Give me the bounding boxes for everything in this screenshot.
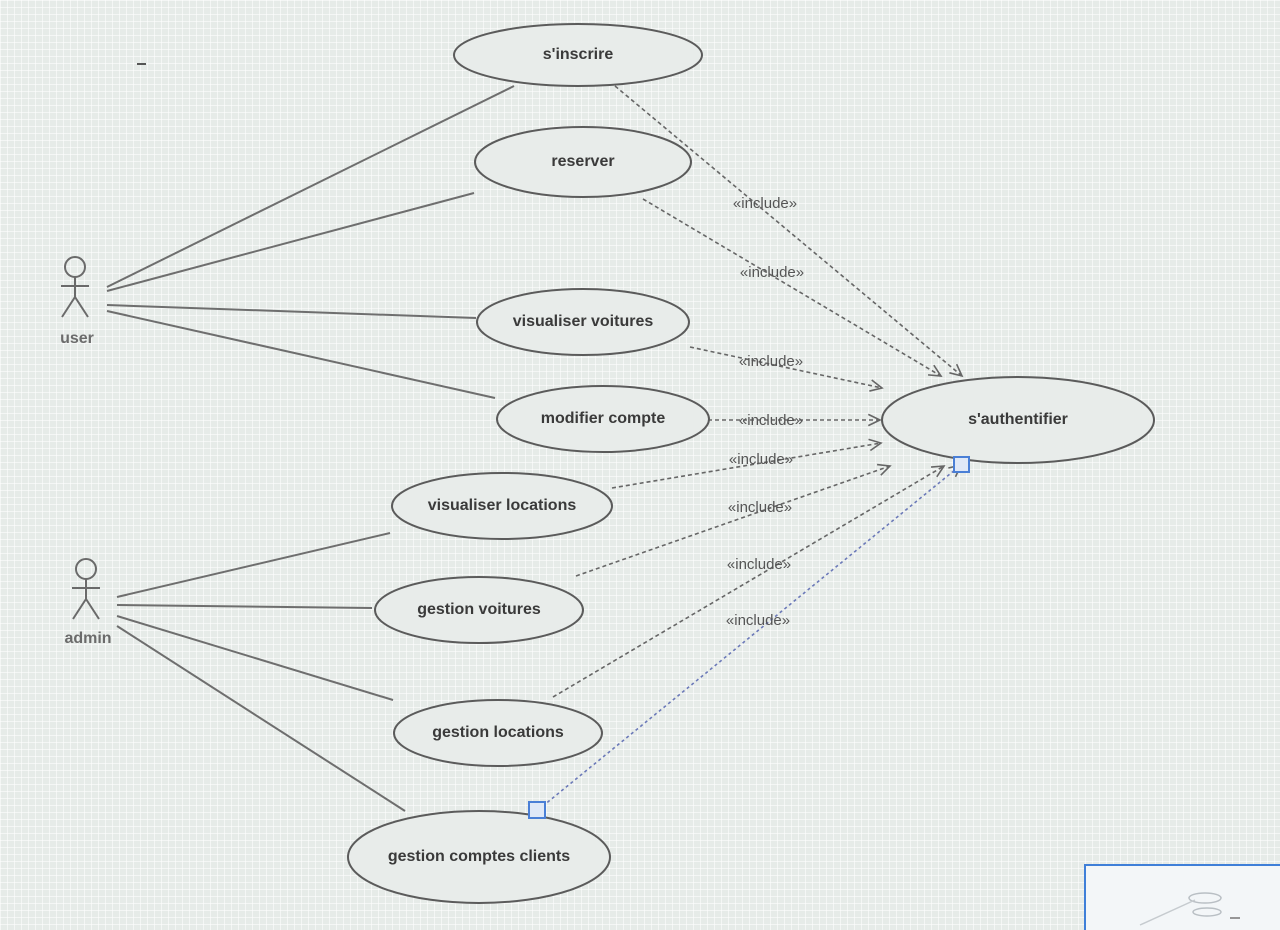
- association-line[interactable]: [116, 604, 373, 609]
- use-case-label: visualiser voitures: [513, 313, 654, 330]
- use-case-label: gestion voitures: [417, 601, 541, 618]
- include-label: «include»: [729, 451, 793, 468]
- use-case-ellipse[interactable]: [393, 699, 603, 767]
- use-case-label: visualiser locations: [428, 497, 577, 514]
- include-label: «include»: [726, 612, 790, 629]
- include-label: «include»: [728, 499, 792, 516]
- include-arrowhead: [869, 379, 884, 392]
- use-case-ellipse[interactable]: [347, 810, 611, 904]
- actor-admin[interactable]: admin: [64, 558, 112, 647]
- actor-label: user: [60, 330, 94, 347]
- include-label: «include»: [739, 353, 803, 370]
- use-case-ellipse[interactable]: [496, 385, 710, 453]
- association-line[interactable]: [106, 304, 477, 319]
- association-line[interactable]: [106, 192, 475, 292]
- use-case-ellipse[interactable]: [474, 126, 692, 198]
- association-line[interactable]: [116, 532, 391, 598]
- use-case-ellipse[interactable]: [476, 288, 690, 356]
- overview-minimap[interactable]: [1084, 864, 1280, 930]
- selection-handle-start[interactable]: [528, 801, 546, 819]
- use-case-visualiser-locations[interactable]: visualiser locations: [391, 472, 613, 540]
- use-case-ellipse[interactable]: [453, 23, 703, 87]
- use-case-sauthentifier[interactable]: s'authentifier: [881, 376, 1155, 464]
- use-case-gestion-voitures[interactable]: gestion voitures: [374, 576, 584, 644]
- use-case-label: gestion locations: [432, 724, 564, 741]
- actors: user admin: [60, 256, 112, 647]
- minimap-frame[interactable]: [1084, 864, 1280, 930]
- association-line[interactable]: [116, 615, 394, 701]
- use-case-gestion-locations[interactable]: gestion locations: [393, 699, 603, 767]
- use-case-label: s'authentifier: [968, 411, 1068, 428]
- selection-handle-end[interactable]: [953, 456, 970, 473]
- include-dependencies: «include» «include» «include» «include» «inc…: [537, 85, 964, 811]
- include-arrowhead: [876, 463, 892, 476]
- selection-handles: [528, 456, 970, 819]
- actor-stick-figure-icon: [72, 558, 100, 620]
- include-label: «include»: [740, 264, 804, 281]
- include-arrowhead: [930, 465, 946, 478]
- associations: [106, 85, 515, 812]
- use-case-label: reserver: [551, 153, 614, 170]
- use-case-ellipse[interactable]: [374, 576, 584, 644]
- use-case-gestion-comptes-clients[interactable]: gestion comptes clients: [347, 810, 611, 904]
- minimap-ellipse: [1192, 907, 1222, 917]
- use-case-modifier-compte[interactable]: modifier compte: [496, 385, 710, 453]
- minimap-ellipse: [1188, 892, 1222, 904]
- include-arrowhead: [927, 364, 943, 377]
- include-dependency-line[interactable]: [537, 464, 962, 811]
- include-dependency-line[interactable]: [614, 85, 963, 377]
- association-line[interactable]: [106, 310, 496, 399]
- use-case-label: s'inscrire: [543, 46, 614, 63]
- include-arrowhead: [868, 438, 883, 452]
- association-line[interactable]: [106, 85, 515, 288]
- use-case-visualiser-voitures[interactable]: visualiser voitures: [476, 288, 690, 356]
- association-line[interactable]: [116, 625, 406, 812]
- actor-label: admin: [64, 630, 111, 647]
- include-dependency-line[interactable]: [552, 465, 945, 698]
- use-case-label: gestion comptes clients: [388, 848, 570, 865]
- include-dependency-line[interactable]: [611, 442, 882, 489]
- use-case-ellipse[interactable]: [881, 376, 1155, 464]
- include-arrowhead: [867, 413, 882, 427]
- actor-user[interactable]: user: [60, 256, 94, 347]
- use-cases: s'inscrire reserver visualiser voitures mod…: [347, 23, 1155, 904]
- actor-stick-figure-icon: [61, 256, 89, 318]
- use-case-ellipse[interactable]: [391, 472, 613, 540]
- minimap-line: [1139, 899, 1196, 926]
- include-dependency-line[interactable]: [689, 346, 883, 389]
- include-arrowhead: [949, 363, 964, 378]
- include-dependency-line[interactable]: [642, 198, 942, 377]
- use-case-label: modifier compte: [541, 410, 666, 427]
- use-case-reserver[interactable]: reserver: [474, 126, 692, 198]
- include-label: «include»: [733, 195, 797, 212]
- use-case-sinscrire[interactable]: s'inscrire: [453, 23, 703, 87]
- include-label: «include»: [727, 556, 791, 573]
- include-label: «include»: [739, 412, 803, 429]
